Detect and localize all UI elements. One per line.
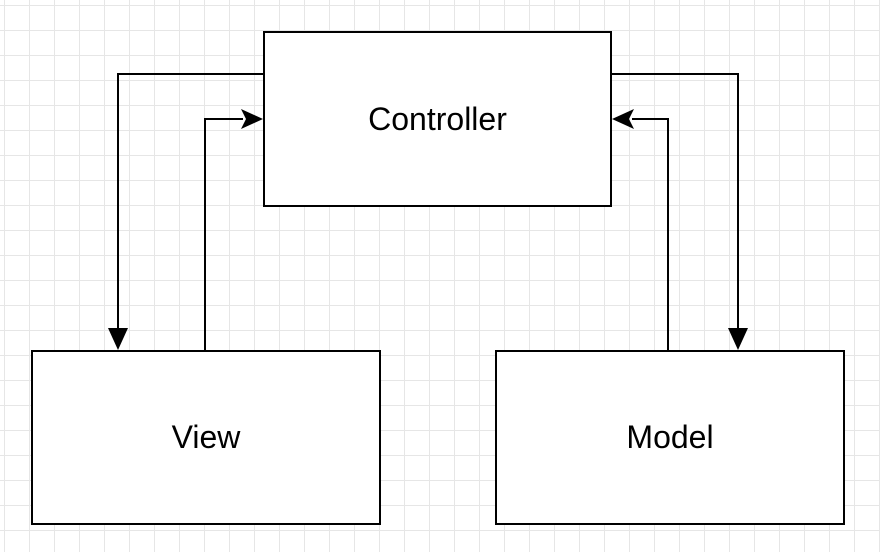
controller-label: Controller: [368, 100, 507, 137]
arrowhead-left-icon: [612, 109, 634, 129]
arrowhead-down-icon: [728, 328, 748, 350]
edge-view-to-controller: [204, 109, 263, 350]
model-label: Model: [626, 419, 714, 455]
arrowhead-down-icon: [108, 328, 128, 350]
view-node[interactable]: View: [31, 350, 381, 525]
edge-controller-to-model: [612, 73, 748, 350]
edge-controller-to-view: [108, 73, 263, 350]
controller-node[interactable]: Controller: [263, 31, 612, 207]
model-node[interactable]: Model: [495, 350, 845, 525]
edge-model-to-controller: [612, 109, 669, 350]
arrowhead-right-icon: [241, 109, 263, 129]
view-label: View: [171, 419, 241, 455]
